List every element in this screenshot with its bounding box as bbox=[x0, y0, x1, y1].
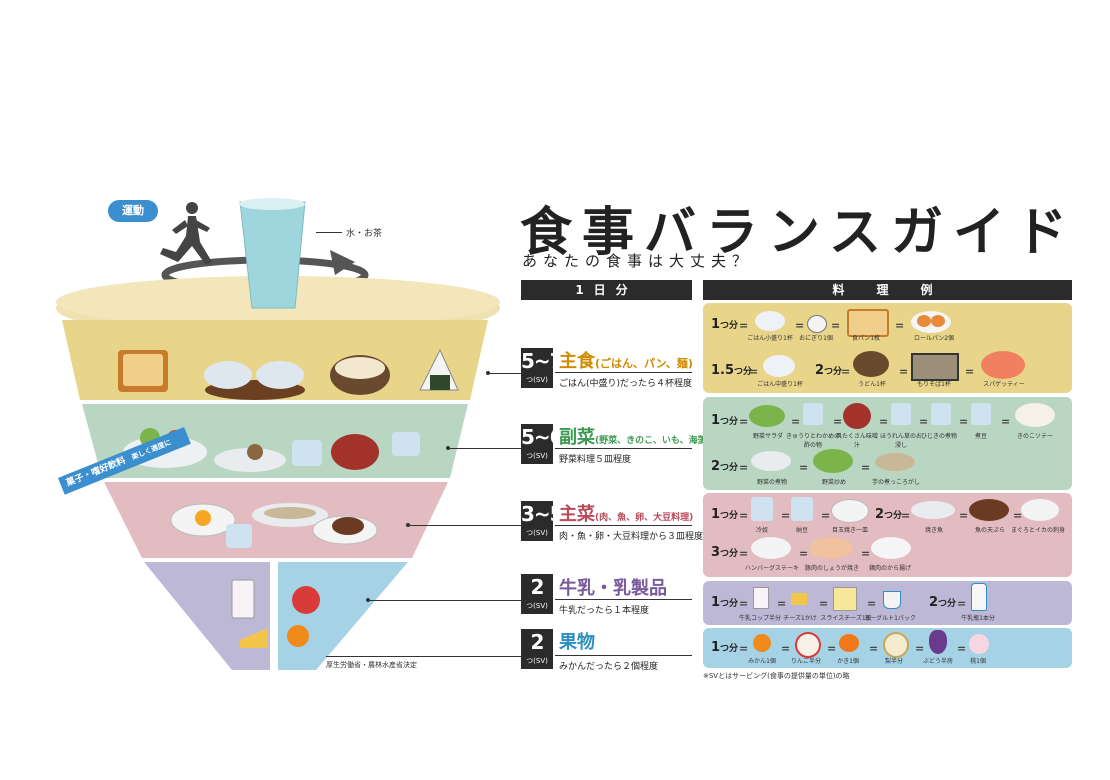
fried-chicken-icon bbox=[871, 537, 911, 559]
grilled-fish-icon bbox=[911, 501, 955, 519]
orange-icon bbox=[753, 634, 771, 652]
simmered-potato-icon bbox=[875, 453, 915, 471]
water-label: 水・お茶 bbox=[346, 229, 383, 239]
side-desc: 野菜料理５皿程度 bbox=[559, 455, 632, 465]
cheese-icon bbox=[240, 628, 268, 648]
side-sv-box: 5~6 つ(SV) bbox=[521, 424, 564, 464]
rice-bowl-icon bbox=[763, 355, 795, 377]
rice-bowl-icon bbox=[204, 361, 252, 389]
spinach-dish-icon bbox=[891, 403, 911, 425]
tempura-icon bbox=[969, 499, 1009, 521]
milk-glass-icon bbox=[753, 587, 769, 609]
miso-soup-icon bbox=[331, 434, 379, 470]
hijiki-dish-icon bbox=[931, 403, 951, 425]
mushroom-saute-icon bbox=[1015, 403, 1055, 427]
fried-egg-icon bbox=[831, 499, 869, 523]
column-header-daily: 1日分 bbox=[521, 280, 692, 300]
simmered-veg-icon bbox=[751, 451, 791, 471]
serving-label: 3つ分 bbox=[711, 545, 739, 560]
serving-label: 2つ分 bbox=[815, 363, 843, 378]
page-title: 食事バランスガイド bbox=[520, 203, 1077, 263]
serving-label: 2つ分 bbox=[875, 507, 903, 522]
serving-label: 1つ分 bbox=[711, 640, 739, 655]
vinegared-dish-icon bbox=[803, 403, 823, 425]
dairy-examples-panel: 1つ分 = 牛乳コップ半分 = チーズ1かけ = スライスチーズ1枚 = ヨーグ… bbox=[703, 581, 1072, 625]
side-bowl-icon bbox=[392, 432, 420, 456]
side-bowl-icon bbox=[292, 440, 322, 466]
credit-text: 厚生労働省・農林水産省決定 bbox=[326, 661, 417, 669]
staple-sv-box: 5~7 つ(SV) bbox=[521, 348, 564, 388]
soba-icon bbox=[911, 353, 959, 381]
column-header-examples: 料 理 例 bbox=[703, 280, 1072, 300]
staple-examples-panel: 1つ分 = ごはん小盛り1杯 = おにぎり1個 = 食パン1枚 = ロールパン2… bbox=[703, 303, 1072, 393]
dairy-sv-box: 2 つ(SV) bbox=[521, 574, 553, 614]
exercise-badge: 運動 bbox=[108, 200, 158, 222]
salad-icon bbox=[749, 405, 785, 427]
natto-icon bbox=[791, 497, 813, 521]
udon-icon bbox=[853, 351, 889, 377]
cheese-icon bbox=[791, 593, 807, 605]
serving-label: 1つ分 bbox=[711, 595, 739, 610]
main-title: 主菜(肉、魚、卵、大豆料理) bbox=[559, 504, 694, 525]
footnote: ※SVとはサービング(食事の提供量の単位)の略 bbox=[703, 672, 850, 680]
main-sv-box: 3~5 つ(SV) bbox=[521, 501, 564, 541]
sliced-cheese-icon bbox=[833, 587, 857, 611]
apple-icon bbox=[292, 586, 320, 614]
fruit-sv-box: 2 つ(SV) bbox=[521, 629, 553, 669]
milk-glass-icon bbox=[231, 579, 255, 619]
beans-dish-icon bbox=[971, 403, 991, 425]
serving-label: 2つ分 bbox=[929, 595, 957, 610]
fruit-examples-panel: 1つ分 = みかん1個 = りんご半分 = かき1個 = 梨半分 = ぶどう半房… bbox=[703, 628, 1072, 668]
serving-label: 1つ分 bbox=[711, 317, 739, 332]
water-glass-icon bbox=[239, 201, 306, 309]
hamburg-steak-icon bbox=[751, 537, 791, 559]
stir-fry-icon bbox=[813, 449, 853, 473]
dairy-title: 牛乳・乳製品 bbox=[559, 578, 667, 599]
rice-bowl-icon bbox=[755, 311, 785, 331]
page-subtitle: あなたの食事は大丈夫？ bbox=[522, 252, 754, 270]
grapes-icon bbox=[929, 630, 947, 654]
side-title: 副菜(野菜、きのこ、いも、海藻料理) bbox=[559, 427, 729, 448]
milk-bottle-icon bbox=[971, 583, 987, 611]
spaghetti-icon bbox=[981, 351, 1025, 379]
simmered-veg-icon bbox=[214, 448, 286, 472]
sashimi-icon bbox=[1021, 499, 1059, 521]
onigiri-icon bbox=[807, 315, 827, 333]
serving-label: 1つ分 bbox=[711, 507, 739, 522]
fruit-title: 果物 bbox=[559, 632, 595, 653]
tofu-icon bbox=[751, 497, 773, 521]
bread-icon bbox=[847, 309, 889, 337]
miso-soup-icon bbox=[843, 403, 871, 429]
side-examples-panel: 1つ分 = 野菜サラダ = きゅうりとわかめの酢の物 = 具たくさん味噌汁 = … bbox=[703, 397, 1072, 490]
rice-bowl-icon bbox=[256, 361, 304, 389]
yogurt-icon bbox=[883, 591, 901, 609]
apple-icon bbox=[795, 632, 821, 658]
peach-icon bbox=[969, 634, 989, 654]
staple-desc: ごはん(中盛り)だったら４杯程度 bbox=[559, 379, 693, 389]
orange-icon bbox=[287, 625, 309, 647]
serving-label: 1.5つ分 bbox=[711, 363, 753, 378]
staple-title: 主食(ごはん、パン、麺) bbox=[559, 351, 693, 372]
main-desc: 肉・魚・卵・大豆料理から３皿程度 bbox=[559, 532, 704, 542]
spinning-top-diagram bbox=[56, 198, 500, 670]
rotation-arrow-head bbox=[330, 250, 355, 275]
tofu-icon bbox=[226, 524, 252, 548]
serving-label: 1つ分 bbox=[711, 413, 739, 428]
serving-label: 2つ分 bbox=[711, 459, 739, 474]
ginger-pork-icon bbox=[809, 537, 853, 559]
fruit-desc: みかんだったら２個程度 bbox=[559, 662, 659, 672]
dairy-desc: 牛乳だったら１本程度 bbox=[559, 606, 650, 616]
runner-icon bbox=[160, 202, 212, 265]
persimmon-icon bbox=[839, 634, 859, 652]
main-examples-panel: 1つ分 = 冷奴 = 納豆 = 目玉焼き一皿 2つ分 = 焼き魚 = 魚の天ぷら… bbox=[703, 493, 1072, 577]
fruit-band bbox=[278, 562, 408, 670]
pear-icon bbox=[883, 632, 909, 658]
